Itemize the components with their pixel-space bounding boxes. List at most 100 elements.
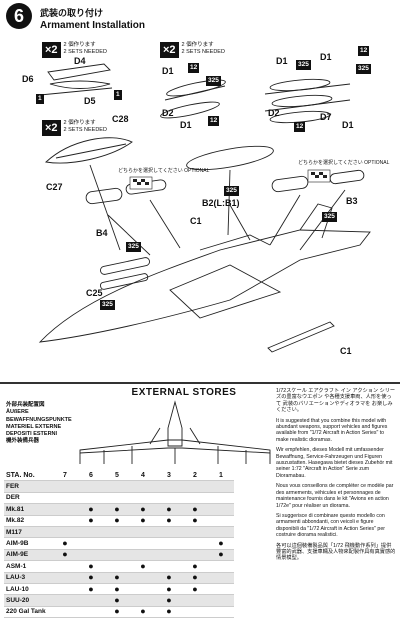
diorama-notes: 1/72スケール エアクラフト イン アクション シリーズの豊富なウエポン や各… — [276, 388, 396, 566]
empty-cell — [104, 549, 130, 562]
compatible-dot: ● — [104, 515, 130, 527]
part-label-c25: C25 — [86, 288, 103, 298]
empty-cell — [182, 594, 208, 607]
store-name: AIM-9B — [4, 537, 52, 550]
empty-cell — [208, 526, 234, 539]
empty-cell — [156, 537, 182, 550]
store-name: LAU-3 — [4, 572, 52, 584]
external-stores-title: EXTERNAL STORES — [131, 387, 237, 398]
part-number-1a: 1 — [36, 94, 44, 104]
part-label-b3: B3 — [346, 196, 358, 206]
compatible-dot: ● — [130, 515, 156, 527]
empty-cell — [52, 515, 78, 527]
table-row: M117 — [4, 526, 234, 539]
empty-cell — [52, 606, 78, 618]
note-jp: 2 個作ります — [63, 42, 96, 48]
store-name: Mk.82 — [4, 515, 52, 527]
external-stores-languages: 外部兵装配置図 ÄUßERE BEWAFFNUNGSPUNKTE MATERIE… — [6, 402, 72, 445]
empty-cell — [182, 526, 208, 539]
note-zh: 各可以這個裝備製品與「1/72 飛機動作系列」提供豐富的武器、支援車輛及人物來配… — [276, 542, 396, 562]
empty-cell — [104, 480, 130, 493]
step-title-jp: 武装の取り付け — [40, 8, 104, 18]
empty-cell — [130, 480, 156, 493]
count-badge: ×2 — [42, 42, 61, 58]
store-name: ASM-1 — [4, 560, 52, 573]
empty-cell — [104, 560, 130, 573]
part-number-325e: 325 — [224, 186, 239, 196]
part-label-b4: B4 — [96, 228, 108, 238]
part-label-d1d: D1 — [320, 52, 332, 62]
table-row: SUU-20●● — [4, 594, 234, 607]
station-3: 3 — [156, 470, 182, 482]
store-name: SUU-20 — [4, 594, 52, 607]
compatible-dot: ● — [156, 594, 182, 607]
note-it: Si suggerisce di combinare questo modell… — [276, 512, 385, 539]
part-label-d1b: D1 — [180, 120, 192, 130]
count-badge: ×2 — [42, 120, 61, 136]
compatible-dot: ● — [78, 572, 104, 584]
empty-cell — [182, 492, 208, 505]
note-jp: 2 個作ります — [63, 120, 96, 126]
part-label-b2: B2(L:B1) — [202, 198, 240, 208]
empty-cell — [130, 594, 156, 607]
section-divider — [0, 382, 400, 384]
empty-cell — [78, 606, 104, 618]
empty-cell — [130, 583, 156, 596]
compatible-dot: ● — [104, 583, 130, 596]
compatible-dot: ● — [78, 583, 104, 596]
decal-note-left: どちらかを選択してください OPTIONAL — [118, 168, 210, 174]
empty-cell — [52, 572, 78, 584]
table-row: Mk.82●●●●● — [4, 515, 234, 527]
note-fr: Nous vous conseillons de compléter ce mo… — [276, 483, 394, 509]
empty-cell — [182, 606, 208, 618]
decal-note-right: どちらかを選択してください OPTIONAL — [298, 160, 390, 166]
note-jp: 1/72スケール エアクラフト イン アクション シリーズの豊富なウエポン や各… — [276, 388, 396, 414]
compatible-dot: ● — [130, 560, 156, 573]
sta-label: STA. No. — [4, 470, 52, 482]
part-number-325f: 325 — [322, 212, 337, 222]
compatible-dot: ● — [156, 606, 182, 618]
part-label-d1e: D1 — [342, 120, 354, 130]
decal-option-right — [307, 169, 331, 183]
compatible-dot: ● — [182, 572, 208, 584]
compatible-dot: ● — [182, 560, 208, 573]
compatible-dot: ● — [208, 549, 234, 562]
part-number-12d: 12 — [294, 122, 306, 132]
table-row: DER — [4, 492, 234, 505]
empty-cell — [104, 492, 130, 505]
store-name: Mk.81 — [4, 503, 52, 516]
compatible-dot: ● — [78, 560, 104, 573]
table-row: ASM-1 ● ● ● — [4, 560, 234, 573]
table-row: AIM-9B●● — [4, 537, 234, 550]
compatible-dot: ● — [104, 503, 130, 516]
compatible-dot: ● — [130, 503, 156, 516]
part-number-325: 325 — [206, 76, 221, 86]
empty-cell — [104, 537, 130, 550]
compatible-dot: ● — [156, 583, 182, 596]
empty-cell — [52, 583, 78, 596]
empty-cell — [78, 549, 104, 562]
part-label-c27: C27 — [46, 182, 63, 192]
compatible-dot: ● — [78, 503, 104, 516]
empty-cell — [208, 572, 234, 584]
note-de: Wir empfehlen, dieses Modell mit umfasse… — [276, 447, 393, 479]
compatible-dot: ● — [78, 515, 104, 527]
compatible-dot: ● — [156, 503, 182, 516]
count-badge: ×2 — [160, 42, 179, 58]
store-name: DER — [4, 492, 52, 505]
part-label-d4: D4 — [74, 56, 86, 66]
step-number: 6 — [6, 3, 32, 29]
empty-cell — [208, 480, 234, 493]
empty-cell — [156, 526, 182, 539]
empty-cell — [52, 480, 78, 493]
compatible-dot: ● — [130, 606, 156, 618]
decal-option-left — [129, 176, 153, 190]
station-2: 2 — [182, 470, 208, 482]
empty-cell — [182, 480, 208, 493]
station-4: 4 — [130, 470, 156, 482]
empty-cell — [156, 560, 182, 573]
empty-cell — [208, 503, 234, 516]
